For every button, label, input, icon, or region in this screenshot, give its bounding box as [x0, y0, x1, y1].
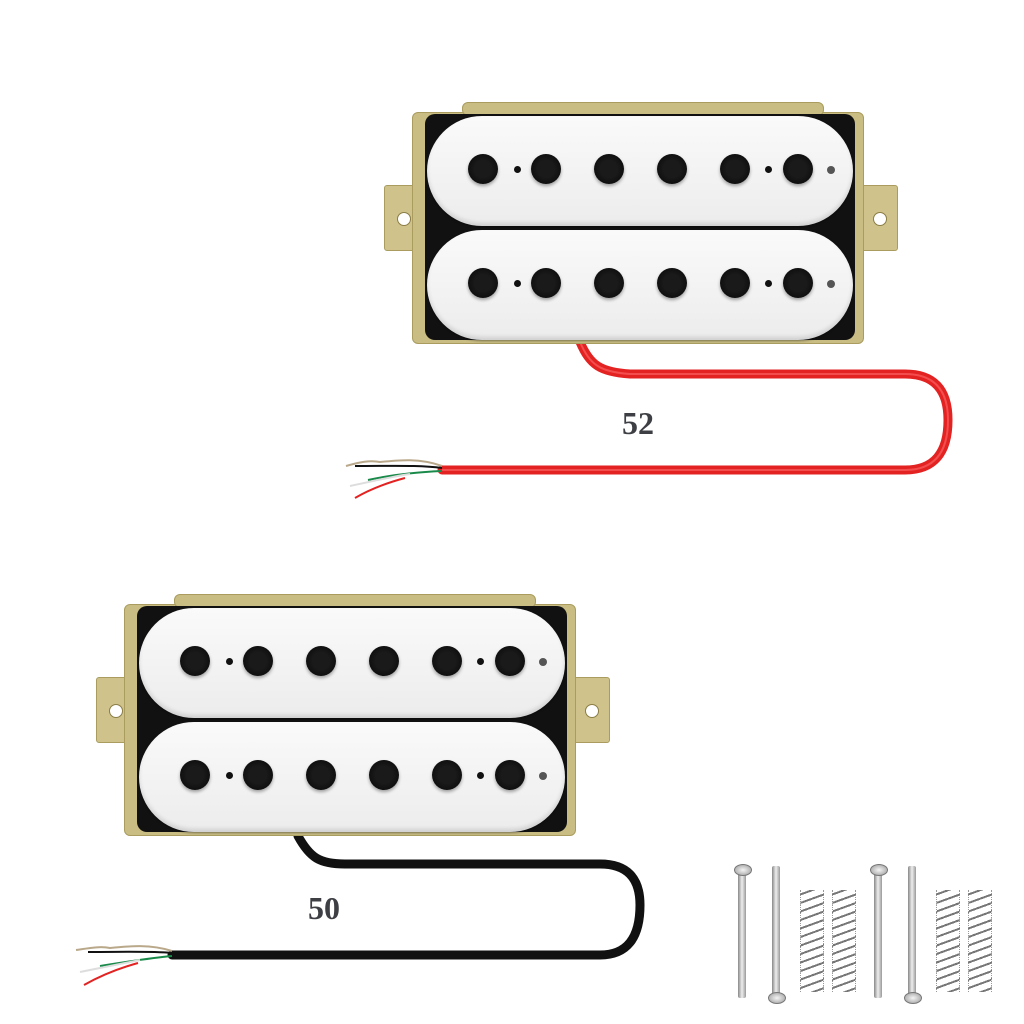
- coil-top: [139, 608, 565, 718]
- coil-top: [427, 116, 853, 226]
- height-spring: [832, 890, 856, 992]
- pole-dot: [226, 772, 233, 779]
- humbucker-pickup-52: [380, 100, 900, 350]
- pole-dot: [765, 166, 772, 173]
- pole-piece: [594, 268, 624, 298]
- mounting-screw: [734, 864, 752, 998]
- pole-piece: [369, 760, 399, 790]
- height-spring: [800, 890, 824, 992]
- lead-wires-bottom: [75, 945, 173, 986]
- pole-piece: [468, 268, 498, 298]
- pickup-label-52: 52: [622, 405, 654, 441]
- lead-wires-top: [345, 459, 443, 499]
- pole-piece: [243, 646, 273, 676]
- pole-piece: [657, 268, 687, 298]
- pole-piece: [432, 760, 462, 790]
- pole-dot: [477, 772, 484, 779]
- height-spring: [968, 890, 992, 992]
- pole-dot: [765, 280, 772, 287]
- mounting-hole: [873, 212, 887, 226]
- pole-piece: [243, 760, 273, 790]
- pole-piece: [720, 268, 750, 298]
- pole-piece: [720, 154, 750, 184]
- pole-piece: [180, 646, 210, 676]
- mounting-screw: [870, 864, 888, 998]
- pole-piece: [306, 760, 336, 790]
- pole-dot: [514, 280, 521, 287]
- pole-piece: [369, 646, 399, 676]
- black-cable: [167, 831, 645, 960]
- mounting-ear-right: [572, 677, 610, 743]
- pole-dot: [539, 772, 547, 780]
- red-cable: [437, 337, 953, 475]
- pole-piece: [495, 760, 525, 790]
- pole-piece: [468, 154, 498, 184]
- pole-piece: [531, 154, 561, 184]
- mounting-hole: [109, 704, 123, 718]
- coil-bottom: [427, 230, 853, 340]
- pole-dot: [477, 658, 484, 665]
- pole-dot: [226, 658, 233, 665]
- pole-dot: [827, 166, 835, 174]
- pole-piece: [432, 646, 462, 676]
- height-spring: [936, 890, 960, 992]
- pickup-label-50: 50: [308, 890, 340, 926]
- mounting-screw: [768, 866, 786, 1004]
- pole-dot: [827, 280, 835, 288]
- pole-piece: [495, 646, 525, 676]
- mounting-screw: [904, 866, 922, 1004]
- pole-dot: [539, 658, 547, 666]
- pole-piece: [783, 154, 813, 184]
- pole-piece: [657, 154, 687, 184]
- pole-piece: [594, 154, 624, 184]
- mounting-ear-right: [860, 185, 898, 251]
- mounting-hole: [397, 212, 411, 226]
- pole-piece: [306, 646, 336, 676]
- coil-bottom: [139, 722, 565, 832]
- pole-piece: [180, 760, 210, 790]
- pole-piece: [531, 268, 561, 298]
- mounting-hardware: [720, 858, 1000, 1004]
- mounting-hole: [585, 704, 599, 718]
- pole-piece: [783, 268, 813, 298]
- humbucker-pickup-50: [92, 592, 612, 842]
- pole-dot: [514, 166, 521, 173]
